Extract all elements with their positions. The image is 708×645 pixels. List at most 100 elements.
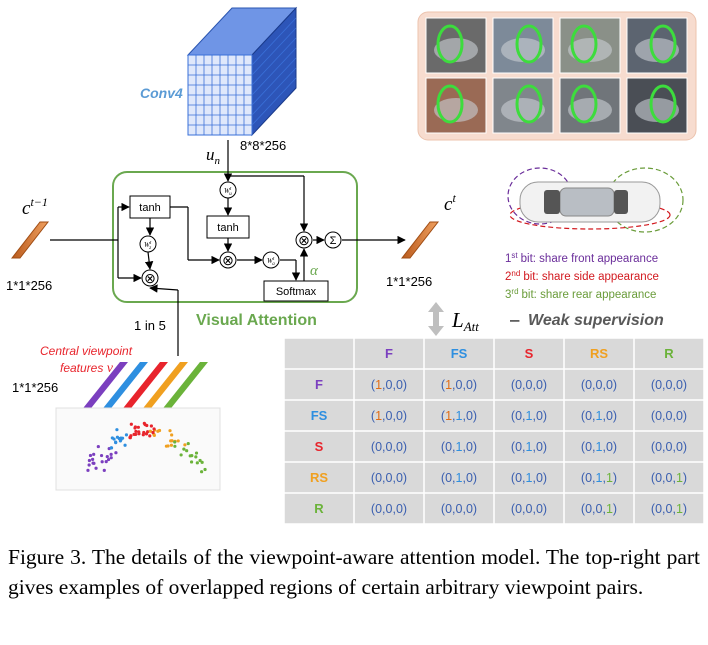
car-shape-3: [568, 38, 612, 62]
u-n-symbol: un: [206, 145, 221, 167]
scatter-point: [87, 458, 92, 463]
overlap-highlight-7: [570, 84, 598, 124]
scatter-point: [92, 452, 96, 456]
sum-symbol: Σ: [330, 235, 337, 247]
scatter-point: [185, 449, 189, 453]
next-state-size: 1*1*256: [386, 274, 432, 289]
scatter-point: [151, 430, 155, 435]
scatter-point: [186, 441, 190, 446]
conv4-cube: [186, 6, 298, 137]
scatter-point: [183, 443, 187, 447]
scatter-point: [114, 440, 118, 444]
table-cell: (0,1,0): [581, 409, 617, 423]
scatter-point: [118, 439, 123, 443]
table-cell: (1,0,0): [371, 378, 407, 392]
scatter-point: [109, 456, 113, 460]
table-row-label-s: S: [315, 439, 324, 454]
scatter-point: [148, 429, 152, 433]
table-cell: (0,1,0): [441, 440, 477, 454]
table-cell: (0,0,0): [371, 471, 407, 485]
scatter-point: [198, 458, 202, 463]
scatter-point: [173, 444, 177, 448]
diagram-canvas: Conv4 8*8*256 un Visual Attention tanh t…: [6, 6, 705, 525]
loss-dash: –: [510, 310, 520, 329]
scatter-point: [152, 433, 156, 437]
table-cell: (0,0,0): [581, 378, 617, 392]
scatter-point: [199, 470, 204, 474]
table-cell: (0,0,0): [651, 378, 687, 392]
scatter-point: [92, 461, 96, 465]
scatter-point: [149, 424, 153, 428]
scatter-point: [144, 432, 149, 436]
attention-label: Visual Attention: [196, 312, 317, 329]
table-row-label-fs: FS: [311, 408, 328, 423]
car-shape-6: [501, 98, 545, 122]
table-cell: (0,1,0): [581, 440, 617, 454]
scatter-point: [152, 427, 156, 431]
scatter-point: [169, 443, 173, 447]
viewpoint-label-line2: features v: [60, 361, 114, 376]
scatter-point: [176, 439, 180, 443]
scatter-point: [190, 454, 194, 458]
scatter-point: [115, 435, 120, 439]
overlap-highlight-3: [570, 24, 598, 64]
scatter-point: [91, 457, 95, 461]
table-cell: (0,0,0): [511, 378, 547, 392]
viewpoint-feature-bars: [80, 362, 208, 412]
scatter-point: [123, 443, 127, 447]
table-cell: (0,0,1): [651, 471, 687, 485]
overlap-highlight-2: [515, 24, 543, 64]
scatter-point: [194, 451, 199, 455]
table-row-label-r: R: [314, 501, 324, 516]
multiply-symbol-right: ⊗: [298, 232, 310, 248]
table-row-label-rs: RS: [310, 470, 328, 485]
scatter-point: [179, 453, 183, 457]
scatter-point: [109, 452, 113, 456]
viewpoint-bar-3: [120, 362, 168, 412]
scatter-point: [136, 425, 140, 429]
softmax-label: Softmax: [276, 286, 317, 298]
table-cell: (0,1,0): [511, 440, 547, 454]
overlap-highlight-5: [436, 84, 464, 124]
scatter-point: [169, 439, 173, 443]
scatter-point: [156, 429, 160, 433]
car-shape-7: [568, 98, 612, 122]
conv4-size: 8*8*256: [240, 138, 286, 153]
viewpoint-bar-4: [140, 362, 188, 412]
figure-caption: Figure 3. The details of the viewpoint-a…: [8, 545, 700, 599]
prev-state-bar: [10, 221, 50, 259]
next-state-symbol: ct: [444, 191, 456, 215]
select-label: 1 in 5: [134, 318, 166, 333]
scatter-point: [129, 422, 133, 426]
table-cell: (0,0,1): [581, 502, 617, 516]
table-cell: (0,0,0): [441, 502, 477, 516]
scatter-point: [173, 440, 177, 444]
scatter-point: [134, 429, 138, 434]
scatter-point: [182, 447, 186, 451]
scatter-point: [96, 444, 100, 449]
table-cell: (0,0,0): [651, 409, 687, 423]
scatter-point: [134, 432, 138, 437]
overlap-highlight-4: [649, 24, 677, 64]
car-shape-4: [635, 38, 679, 62]
table-cell: (0,1,0): [511, 409, 547, 423]
scatter-point: [128, 435, 132, 440]
multiply-symbol-left: ⊗: [144, 270, 156, 286]
scatter-point: [168, 429, 172, 433]
next-state-bar: [400, 221, 440, 259]
scatter-point: [109, 446, 113, 450]
scatter-point: [94, 466, 98, 470]
scatter-point: [114, 451, 118, 455]
table-cell: (0,0,0): [371, 440, 407, 454]
alpha-label: α: [310, 263, 319, 279]
prev-state-symbol: ct−1: [22, 195, 48, 219]
embedding-scatter: [55, 407, 221, 491]
car-shape-8: [635, 98, 679, 122]
softmax-block: [263, 280, 329, 302]
car-shape-5: [434, 98, 478, 122]
table-cell: (0,0,1): [651, 502, 687, 516]
scatter-point: [170, 433, 174, 437]
scatter-point: [194, 455, 198, 459]
